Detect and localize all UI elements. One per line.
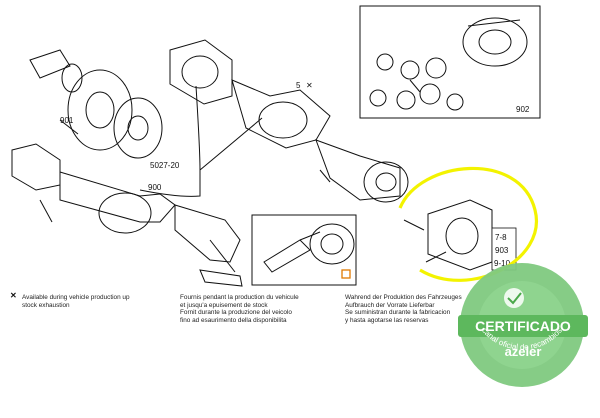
rear-axle-lower xyxy=(11,143,243,287)
label-5027-20: 5027-20 xyxy=(150,161,180,170)
rear-axle-upper xyxy=(169,39,409,203)
certificado-ribbon xyxy=(458,315,588,337)
label-900: 900 xyxy=(148,183,162,192)
badge-brand: azeler xyxy=(505,344,542,359)
footer-note-english: Available during vehicle production up s… xyxy=(22,294,130,309)
label-902: 902 xyxy=(516,105,530,114)
flange-assembly xyxy=(403,199,493,271)
footer-x-mark: ✕ xyxy=(10,291,17,300)
ring-pinion-box xyxy=(251,214,357,286)
yellow-highlight xyxy=(398,166,539,282)
footer-note-de-es: Wahrend der Produktion des Fahrzeuges Au… xyxy=(345,294,462,324)
certificado-badge: CERTIFICADO azeler canal oficial de reca… xyxy=(458,263,588,387)
x-mark-5: ✕ xyxy=(306,81,313,90)
brake-disc-assembly xyxy=(29,49,163,159)
label-9-10: 9-10 xyxy=(494,259,511,268)
check-icon xyxy=(504,288,524,308)
label-903: 903 xyxy=(495,246,509,255)
brake-hose xyxy=(139,85,263,197)
gear-kit-box: 902 xyxy=(359,5,541,119)
badge-title: CERTIFICADO xyxy=(475,318,571,334)
orange-marker xyxy=(341,269,351,279)
label-901: 901 xyxy=(60,116,74,125)
label-5: 5 xyxy=(296,81,301,90)
footer-note-fr-it: Fournis pendant la production du vehicul… xyxy=(180,294,299,324)
label-7-8: 7-8 xyxy=(495,233,507,242)
